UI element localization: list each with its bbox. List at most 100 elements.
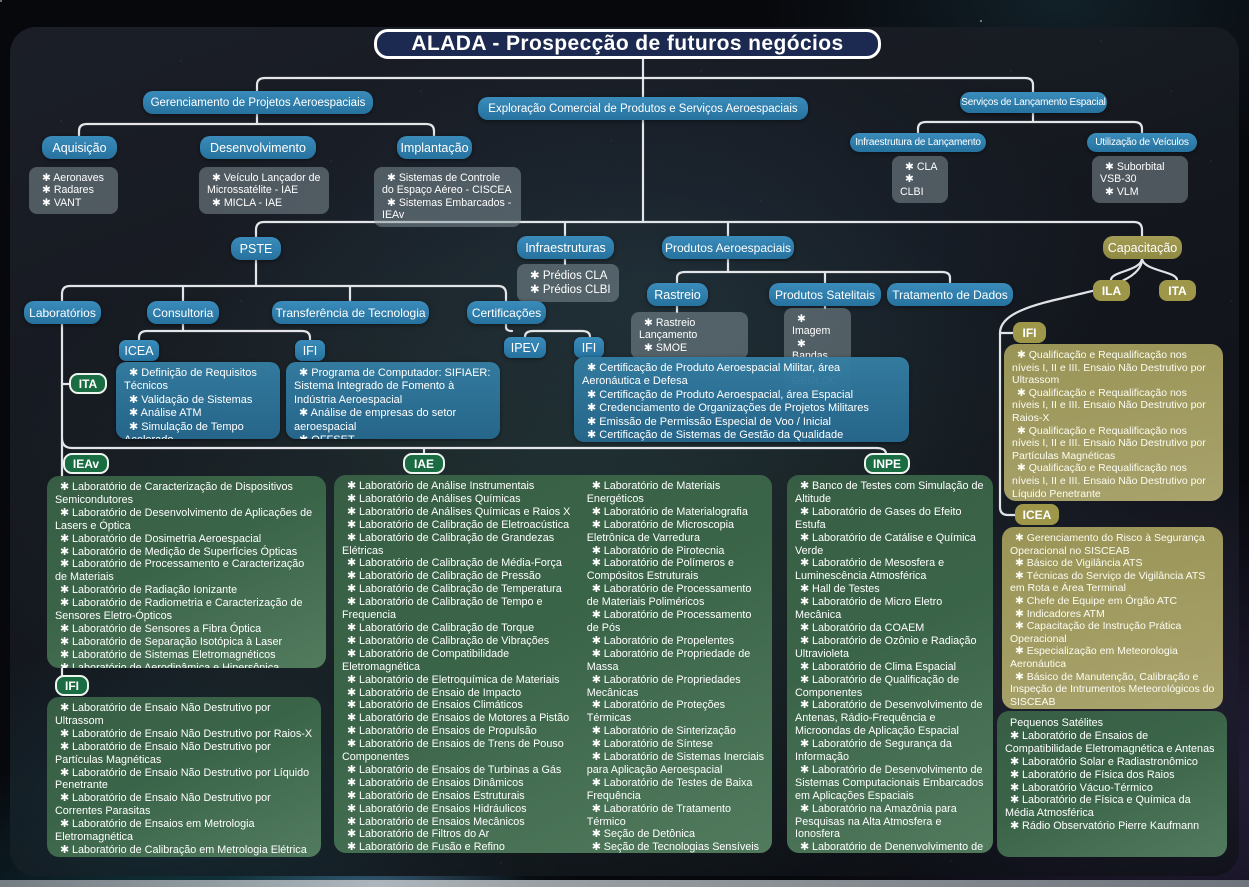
list-item: ✱ Laboratório de Ensaios Mecânicos [347,815,525,828]
node-servicos-lancamento: Serviços de Lançamento Espacial [960,92,1107,113]
list-item: ✱ Laboratório de Ensaio de Impacto [347,686,522,699]
list-item: ✱ MICLA - IAE [212,196,283,209]
pill-ipev: IPEV [504,337,546,358]
list-item: ✱ Hall de Testes [800,583,880,596]
iae-lab-list-col1: ✱ Laboratório de Análise Instrumentais✱ … [334,475,579,853]
iae-lab-columns: ✱ Laboratório de Análise Instrumentais✱ … [334,475,772,853]
list-item: ✱ Laboratório de Compatibilidade Eletrom… [342,647,510,673]
list-item: ✱ Laboratório de Ensaio Não Destrutivo p… [55,766,310,792]
pill-ita-laboratorios: ITA [69,373,107,394]
list-item: ✱ Certificação de Sistemas de Gestão da … [587,429,844,442]
bottom-edge-decoration [0,880,1249,887]
list-item: ✱ Imagem [792,313,831,338]
list-item: ✱ Laboratório de Análises Químicas [347,492,521,505]
rastreio-items-box: ✱ Rastreio Lançamento✱ SMOE [631,312,748,360]
list-item: ✱ Seção de Detônica [591,828,696,841]
list-item: ✱ Laboratório de Ensaios Climáticos [347,699,523,712]
list-item: ✱ Validação de Sistemas [129,393,253,406]
node-implantacao: Implantação [397,136,472,159]
list-item: ✱ Chefe de Equipe em Órgão ATC [1015,594,1178,607]
list-item: ✱ Laboratório de Processamento de Pós [586,609,752,634]
list-item: ✱ Laboratório de Calibração de Temperatu… [347,583,562,596]
pill-ifi-transferencia: IFI [295,340,325,361]
node-utilizacao-veiculos: Utilização de Veículos [1087,133,1197,152]
ieav-lab-list: ✱ Laboratório de Caracterização de Dispo… [47,476,326,668]
node-capacitacao: Capacitação [1103,236,1182,259]
inpe-lab-list: ✱ Banco de Testes com Simulação de Altit… [787,475,993,853]
list-item: ✱ Indicadores ATM [1015,607,1105,620]
implantacao-item-list: ✱ Sistemas de Controle do Espaço Aéreo -… [374,167,521,227]
node-pste: PSTE [231,237,281,260]
list-item: ✱ Laboratório de Segurança da Informação [795,738,952,764]
list-item: ✱ Qualificação e Requalificação nos níve… [1012,386,1206,424]
utilizacao-veiculos-item-list: ✱ Suborbital VSB-30✱ VLM [1092,156,1188,203]
list-item: ✱ SMOE [644,341,688,354]
list-item: ✱ Laboratório de Ensaios Estruturais [347,789,525,802]
inpe-lab-box: ✱ Banco de Testes com Simulação de Altit… [787,475,993,853]
list-item: ✱ Qualificação e Requalificação nos níve… [1012,349,1206,387]
infraestrutura-lancamento-items-box: ✱ CLA✱ CLBI [892,156,948,204]
list-item: ✱ Laboratório de Mesosfera e Luminescênc… [795,557,945,583]
icea-consultoria-list: ✱ Definição de Requisitos Técnicos✱ Vali… [116,362,280,439]
node-produtos-aeroespaciais: Produtos Aeroespaciais [662,236,794,259]
list-item: ✱ Laboratório da COAEM [800,621,925,634]
node-desenvolvimento: Desenvolvimento [200,136,316,159]
pill-icea-consultoria: ICEA [119,340,159,361]
list-item: ✱ Laboratório de Qualificação de Compone… [795,673,960,699]
list-item: ✱ Laboratório de Dosimetria Aeroespacial [60,532,262,545]
list-item: ✱ Gerenciamento do Risco à Segurança Ope… [1010,532,1205,557]
aquisicao-item-list: ✱ Aeronaves✱ Radares✱ VANT [29,167,118,214]
icea-consultoria-box: ✱ Definição de Requisitos Técnicos✱ Vali… [116,362,280,439]
node-gerenciamento-projetos: Gerenciamento de Projetos Aeroespaciais [143,91,373,114]
list-item: ✱ Laboratório de Materiais Energéticos [586,480,721,505]
list-item: ✱ Laboratório de Ensaio Não Destrutivo p… [60,727,313,740]
desenvolvimento-item-list: ✱ Veículo Lançador de Microssatélite - I… [199,167,329,214]
list-item: ✱ Laboratório de Propriedades Mecânicas [586,673,741,699]
node-certificacoes: Certificações [467,301,546,324]
list-item: ✱ Laboratório de Ensaio Não Destrutivo p… [55,792,271,818]
list-item: ✱ Laboratório de Sensores a Fibra Óptica [60,622,262,635]
list-item: ✱ Laboratório de Síntese [591,738,714,751]
starfield-decoration [0,0,2,2]
list-item: ✱ Veículo Lançador de Microssatélite - I… [207,172,321,197]
list-item: ✱ Credenciamento de Organizações de Proj… [587,402,869,415]
list-item: ✱ Seção de Tecnologias Sensíveis [591,841,760,853]
pill-ifi-capacitacao: IFI [1013,322,1046,343]
ifi-capacitacao-list: ✱ Qualificação e Requalificação nos níve… [1004,344,1223,501]
list-item: ✱ Laboratório de Testes de Baixa Frequên… [586,776,753,802]
list-item: ✱ Laboratório de Desenvolvimento de Apli… [55,506,313,532]
list-item: ✱ Laboratório de Clima Espacial [800,660,957,673]
list-item: ✱ Laboratório de Proteções Térmicas [586,699,726,725]
list-item: ✱ Laboratório de Calibração de Pressão [347,570,541,583]
list-item: ✱ Laboratório de Denenvolvimento de Subs… [800,841,984,853]
inpe-continuation-title: Pequenos Satélites [1010,717,1104,729]
list-item: ✱ Laboratório de Sistemas Inerciais para… [586,751,765,776]
pill-ita-capacitacao: ITA [1159,280,1196,301]
node-infraestruturas: Infraestruturas [517,236,614,259]
ifi-lab-box: ✱ Laboratório de Ensaio Não Destrutivo p… [47,697,321,857]
utilizacao-veiculos-items-box: ✱ Suborbital VSB-30✱ VLM [1092,156,1188,204]
list-item: ✱ Laboratório de Calibração em Metrologi… [60,843,307,856]
list-item: ✱ VLM [1105,185,1139,198]
list-item: ✱ Análise ATM [129,407,202,420]
infraestruturas-item-list: ✱ Prédios CLA✱ Prédios CLBI [517,264,619,302]
node-rastreio: Rastreio [647,283,708,306]
list-item: ✱ Laboratório de Calibração de Grandezas… [342,531,555,557]
node-aquisicao: Aquisição [42,136,117,159]
desenvolvimento-items-box: ✱ Veículo Lançador de Microssatélite - I… [199,167,329,215]
rastreio-item-list: ✱ Rastreio Lançamento✱ SMOE [631,312,748,359]
ifi-capacitacao-box: ✱ Qualificação e Requalificação nos níve… [1004,344,1223,501]
list-item: ✱ Laboratório de Propriedade de Massa [586,647,751,673]
list-item: ✱ Certificação de Produto Aeroespacial M… [582,362,841,388]
list-item: ✱ Laboratório de Ensaios de Turbinas a G… [347,763,562,776]
node-tratamento-dados: Tratamento de Dados [887,283,1013,306]
list-item: ✱ Laboratório de Ensaios de Motores a Pi… [347,712,570,725]
list-item: ✱ Laboratório de Ensaio Não Destrutivo p… [55,740,271,766]
chart-title: ALADA - Prospecção de futuros negócios [374,29,881,59]
ifi-transferencia-list: ✱ Programa de Computador: SIFIAER: Siste… [286,362,500,439]
ifi-certificacoes-box: ✱ Certificação de Produto Aeroespacial M… [574,357,909,442]
inpe-continuation-box: Pequenos Satélites ✱ Laboratório de Ensa… [997,711,1227,857]
list-item: ✱ Programa de Computador: SIFIAER: Siste… [294,367,491,406]
list-item: ✱ Especialização em Meteorologia Aeronáu… [1010,645,1178,670]
list-item: ✱ Laboratório de Separação Isotópica à L… [60,635,283,648]
